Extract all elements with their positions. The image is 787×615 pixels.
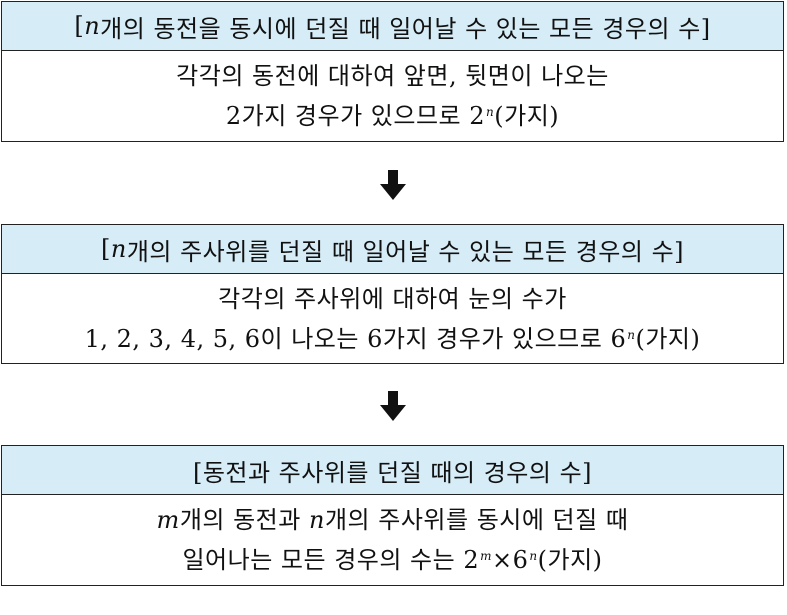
dice-line-2-text: 1, 2, 3, 4, 5, 6이 나오는 6가지 경우가 있으므로 6 (84, 324, 627, 353)
coins-title-text: 개의 동전을 동시에 던질 때 일어날 수 있는 모든 경우의 수] (100, 14, 711, 43)
coins-and-dice-box-title: [동전과 주사위를 던질 때의 경우의 수] (2, 446, 783, 495)
dice-title-text: 개의 주사위를 던질 때 일어날 수 있는 모든 경우의 수] (126, 237, 685, 266)
dice-title-var: n (110, 235, 127, 263)
arrow-down-icon (380, 391, 406, 421)
coins-line-1: 각각의 동전에 대하여 앞면, 뒷면이 나오는 (176, 62, 609, 90)
combined-line-1: m개의 동전과 n개의 주사위를 동시에 던질 때 (157, 500, 629, 540)
combined-line-1-mid: 개의 동전과 (179, 506, 309, 534)
combined-line-2-unit: (가지) (537, 546, 603, 574)
dice-exponent: n (627, 327, 636, 342)
combined-line-2-text: 일어나는 모든 경우의 수는 2 (182, 546, 480, 574)
arrow-down-icon (380, 170, 406, 200)
combined-var-m: m (156, 506, 180, 534)
combined-line-1-text: 개의 주사위를 동시에 던질 때 (324, 506, 629, 534)
coins-line-2-unit: (가지) (494, 102, 560, 130)
combined-line-2-times: ×6 (492, 546, 529, 574)
coins-and-dice-box: [동전과 주사위를 던질 때의 경우의 수] m개의 동전과 n개의 주사위를 … (1, 445, 784, 586)
coins-title-var: n (84, 12, 101, 40)
combined-var-n: n (308, 506, 325, 534)
coins-box-body: 각각의 동전에 대하여 앞면, 뒷면이 나오는 2가지 경우가 있으므로 2n(… (2, 51, 783, 141)
dice-line-2: 1, 2, 3, 4, 5, 6이 나오는 6가지 경우가 있으므로 6n(가지… (85, 319, 701, 359)
combined-line-2: 일어나는 모든 경우의 수는 2m×6n(가지) (182, 540, 602, 580)
coins-and-dice-box-body: m개의 동전과 n개의 주사위를 동시에 던질 때 일어나는 모든 경우의 수는… (2, 495, 783, 585)
dice-title-open: [ (100, 235, 111, 263)
dice-line-2-unit: (가지) (635, 324, 701, 353)
coins-title-open: [ (74, 12, 85, 40)
coins-line-2-text: 2가지 경우가 있으므로 2 (225, 102, 486, 130)
combined-exponent-m: m (480, 549, 493, 563)
coins-line-2: 2가지 경우가 있으므로 2n(가지) (226, 96, 559, 136)
combined-exponent-n: n (529, 549, 538, 563)
dice-line-1: 각각의 주사위에 대하여 눈의 수가 (218, 284, 567, 313)
coins-exponent: n (486, 105, 495, 119)
dice-box-body: 각각의 주사위에 대하여 눈의 수가 1, 2, 3, 4, 5, 6이 나오는… (2, 274, 783, 363)
